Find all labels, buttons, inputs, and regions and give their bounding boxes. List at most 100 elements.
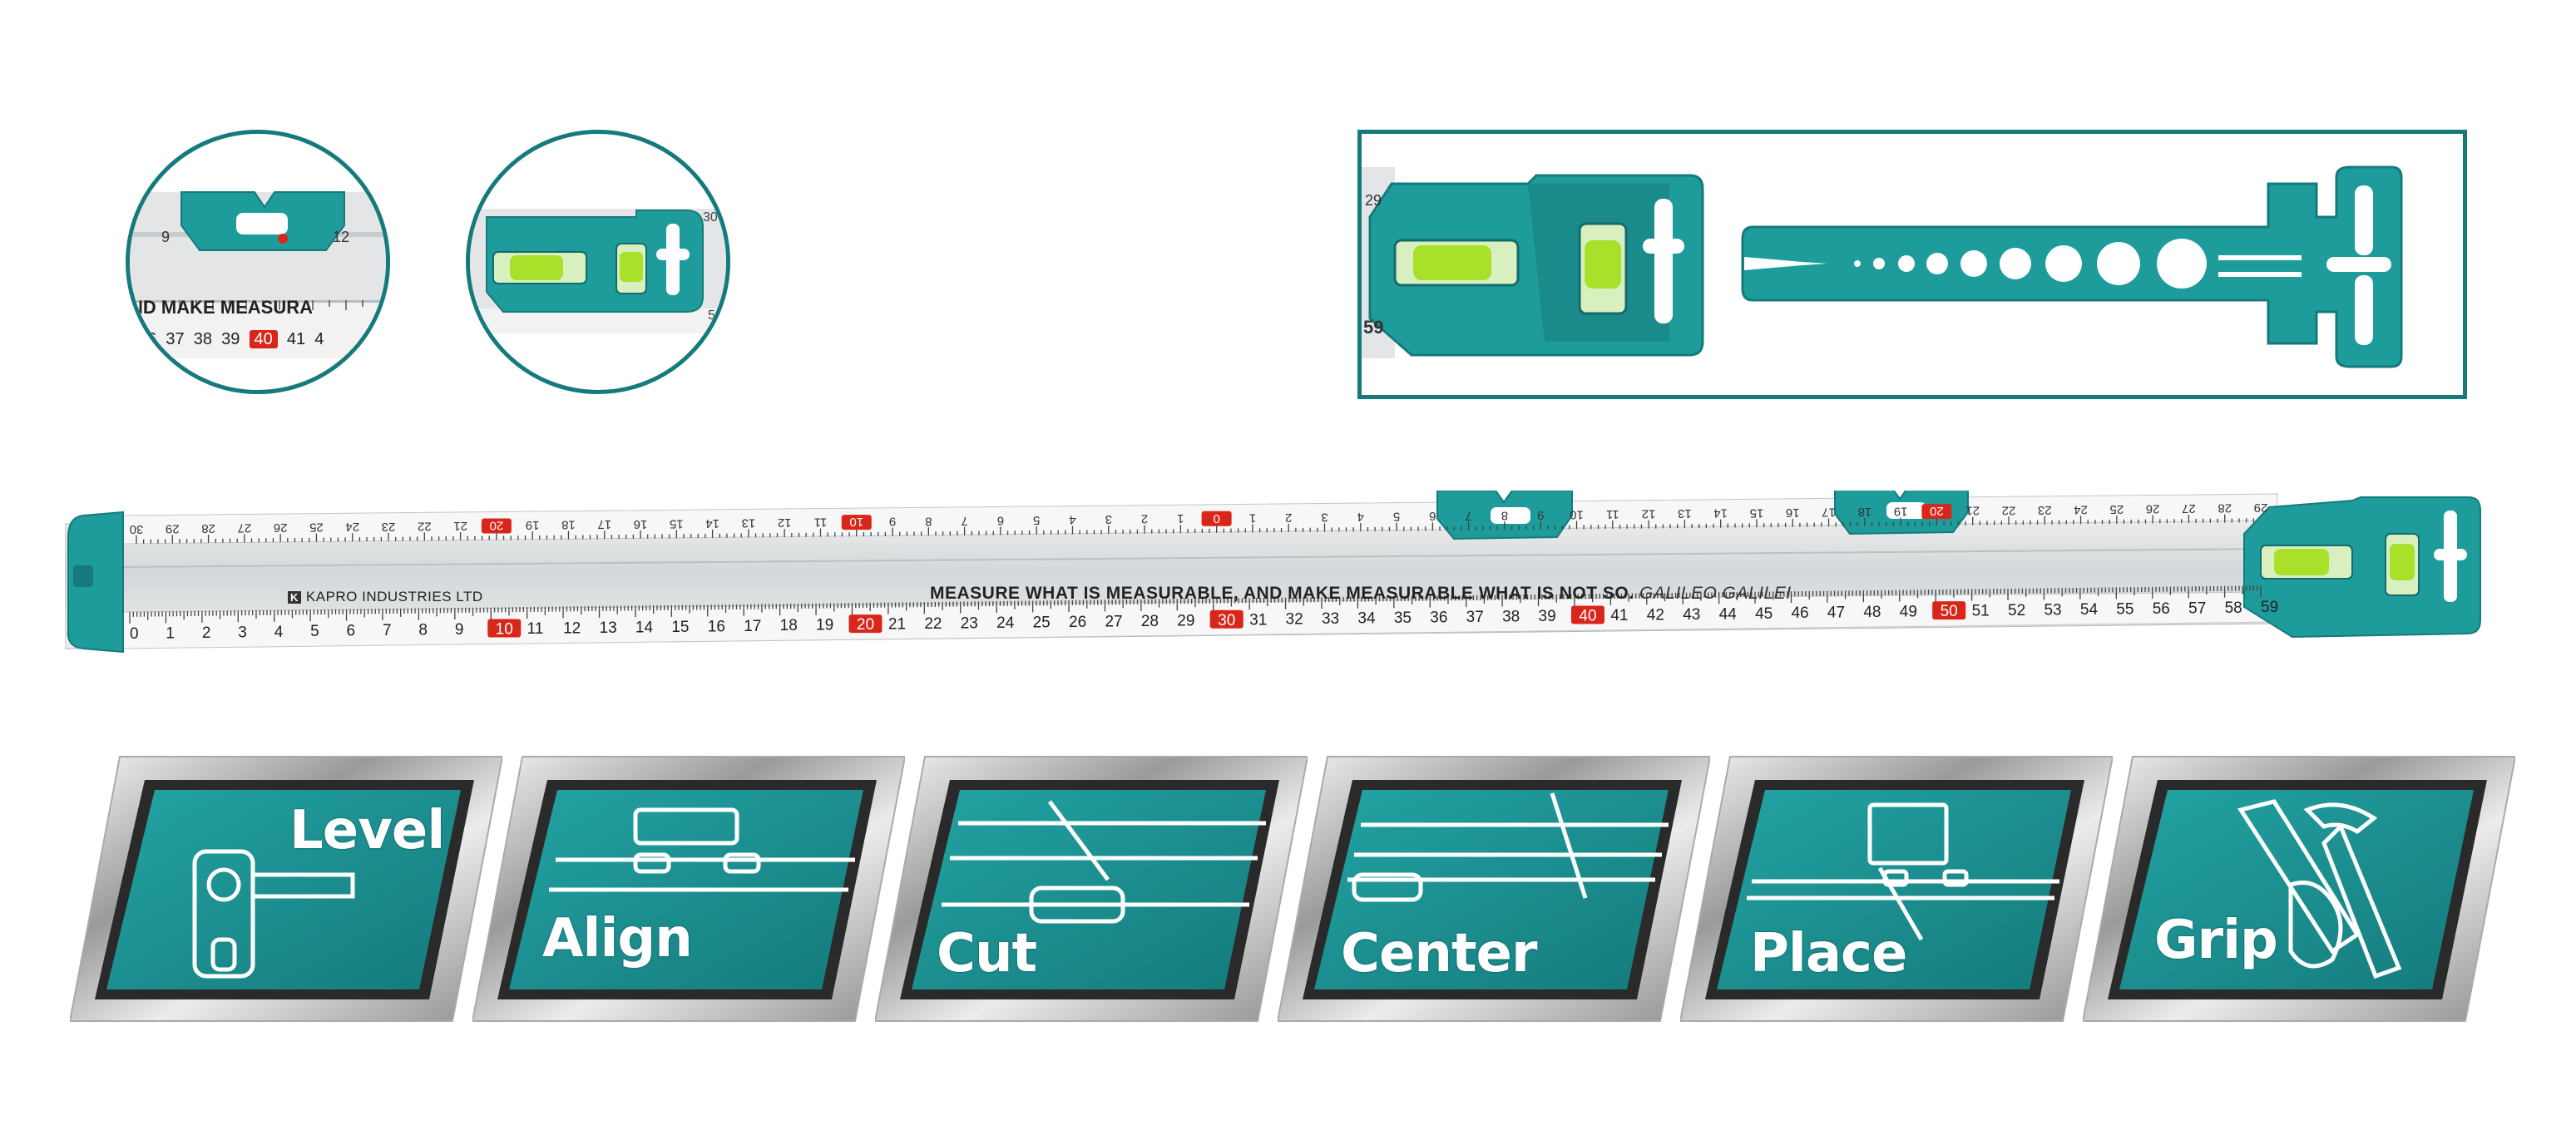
- zoom-circle-slider: 9 12 ND MAKE MEASURA 36 37 38 39 40 41 4: [126, 130, 390, 394]
- top-scale-number: 8: [925, 514, 932, 528]
- bottom-scale-number: 46: [1791, 604, 1808, 622]
- bottom-scale-number: 24: [996, 614, 1015, 632]
- bottom-scale-number: 28: [1141, 613, 1159, 630]
- top-scale-number: 14: [705, 516, 719, 530]
- bottom-scale-number: 7: [383, 622, 392, 639]
- bottom-scale-number: 9: [455, 621, 464, 639]
- bottom-scale-number: 51: [1972, 603, 1990, 620]
- circle1-scale: 36 37 38 39 40 41 4: [138, 330, 324, 349]
- bottom-highlight: [487, 619, 522, 638]
- circle1-scale-39: 39: [221, 330, 240, 348]
- bottom-scale-number: 38: [1502, 609, 1520, 626]
- grip-icon: [2081, 756, 2517, 1022]
- ruler-motto: MEASURE WHAT IS MEASURABLE, AND MAKE MEA…: [930, 584, 1792, 604]
- align-icon: [471, 756, 907, 1022]
- bottom-scale-number: 29: [1177, 612, 1194, 629]
- bottom-scale-number: 52: [2008, 602, 2025, 619]
- circle1-top-mark-b: 12: [333, 229, 350, 245]
- top-scale-number: 17: [597, 517, 611, 531]
- top-scale-number: 27: [2182, 501, 2196, 516]
- level-closeup-illustration: [470, 209, 726, 333]
- top-scale-number: 2: [1285, 511, 1292, 525]
- bottom-scale-number: 26: [1069, 614, 1086, 631]
- top-scale-number: 5: [1393, 510, 1400, 524]
- bottom-highlight: [1932, 601, 1966, 620]
- bottom-scale-number: 19: [816, 617, 833, 634]
- circle1-top-mark-a: 9: [161, 229, 171, 245]
- top-scale-number: 9: [889, 515, 896, 529]
- bottom-scale-number: 31: [1249, 611, 1267, 629]
- bottom-scale-number: 17: [744, 618, 761, 635]
- bottom-scale-number: 45: [1755, 605, 1773, 623]
- bottom-scale-number: 34: [1357, 610, 1376, 628]
- top-scale-number: 19: [526, 518, 540, 532]
- circle1-scale-41: 41: [286, 330, 306, 348]
- top-scale-number: 11: [1606, 507, 1619, 521]
- top-scale-number: 29: [166, 521, 180, 535]
- top-scale-number: 26: [274, 521, 288, 535]
- level-and-gauge-detail: 29 59: [1357, 130, 2467, 399]
- top-scale-number: 15: [1750, 506, 1764, 520]
- top-scale-number: 22: [2002, 503, 2016, 517]
- top-highlight: [1921, 504, 1952, 520]
- bottom-scale-number: 35: [1394, 609, 1412, 627]
- bottom-scale-number: 41: [1610, 607, 1628, 624]
- circle1-scale-40-highlight: 40: [249, 330, 278, 348]
- bottom-scale-number: 33: [1322, 610, 1339, 628]
- circle2-top-mark: 30: [703, 210, 718, 225]
- bottom-scale-number: 15: [671, 619, 689, 636]
- top-scale-number: 24: [2074, 502, 2088, 516]
- bottom-scale-number: 49: [1900, 604, 1917, 621]
- bottom-scale-number: 37: [1466, 609, 1484, 626]
- level-gauge-illustration: [1362, 165, 2403, 368]
- top-scale-number: 20: [490, 518, 504, 532]
- bottom-scale-number: 1: [166, 624, 175, 642]
- bottom-scale-number: 59: [2261, 599, 2278, 616]
- badge-center-label: Center: [1341, 923, 1537, 984]
- top-scale-number: 21: [453, 519, 467, 533]
- badge-align: Align: [471, 752, 907, 1026]
- motto-author: GALILEO GALILEI: [1639, 584, 1792, 603]
- top-scale-number: 15: [670, 516, 684, 530]
- top-scale-number: 1: [1249, 511, 1256, 525]
- top-scale-number: 11: [814, 516, 828, 530]
- top-scale-number: 20: [1930, 504, 1944, 518]
- top-scale-number: 13: [742, 516, 756, 530]
- top-scale-number: 16: [634, 517, 648, 531]
- bottom-scale-number: 42: [1647, 606, 1664, 624]
- circle1-scale-36: 36: [138, 330, 157, 348]
- top-scale-number: 22: [418, 519, 432, 533]
- center-icon: [1276, 756, 1712, 1022]
- top-scale-number: 6: [997, 513, 1004, 527]
- bottom-scale-number: 32: [1286, 611, 1303, 629]
- circle1-motto-fragment: ND MAKE MEASURA: [130, 297, 313, 318]
- top-highlight: [1201, 511, 1232, 526]
- badge-cut: Cut: [873, 752, 1309, 1026]
- bottom-scale-number: 56: [2153, 600, 2170, 618]
- bottom-scale-number: 22: [924, 615, 942, 633]
- bottom-scale-number: 55: [2116, 600, 2133, 618]
- top-scale-number: 9: [1537, 508, 1544, 522]
- bottom-scale-number: 4: [274, 624, 284, 641]
- bottom-scale-number: 10: [496, 621, 513, 639]
- top-scale-number: 8: [1501, 508, 1508, 522]
- zoom-circle-level: 30 59: [466, 130, 730, 394]
- bottom-highlight: [1209, 609, 1244, 629]
- circle1-scale-4: 4: [314, 330, 324, 348]
- bottom-scale-number: 50: [1941, 603, 1958, 620]
- top-scale-number: 30: [130, 522, 144, 536]
- circle2-bottom-mark: 59: [708, 308, 723, 323]
- top-scale-number: 28: [2218, 501, 2232, 516]
- top-highlight: [481, 518, 512, 534]
- top-scale-number: 5: [1033, 513, 1040, 527]
- bottom-scale-number: 14: [635, 619, 654, 636]
- bottom-scale-number: 5: [310, 623, 319, 640]
- top-scale-number: 25: [2110, 502, 2124, 516]
- ruler-bottom-scale-ticks: [129, 585, 2262, 624]
- badge-place: Place: [1679, 752, 2114, 1026]
- bottom-scale-number: 53: [2044, 601, 2061, 619]
- top-scale-number: 18: [1857, 505, 1871, 519]
